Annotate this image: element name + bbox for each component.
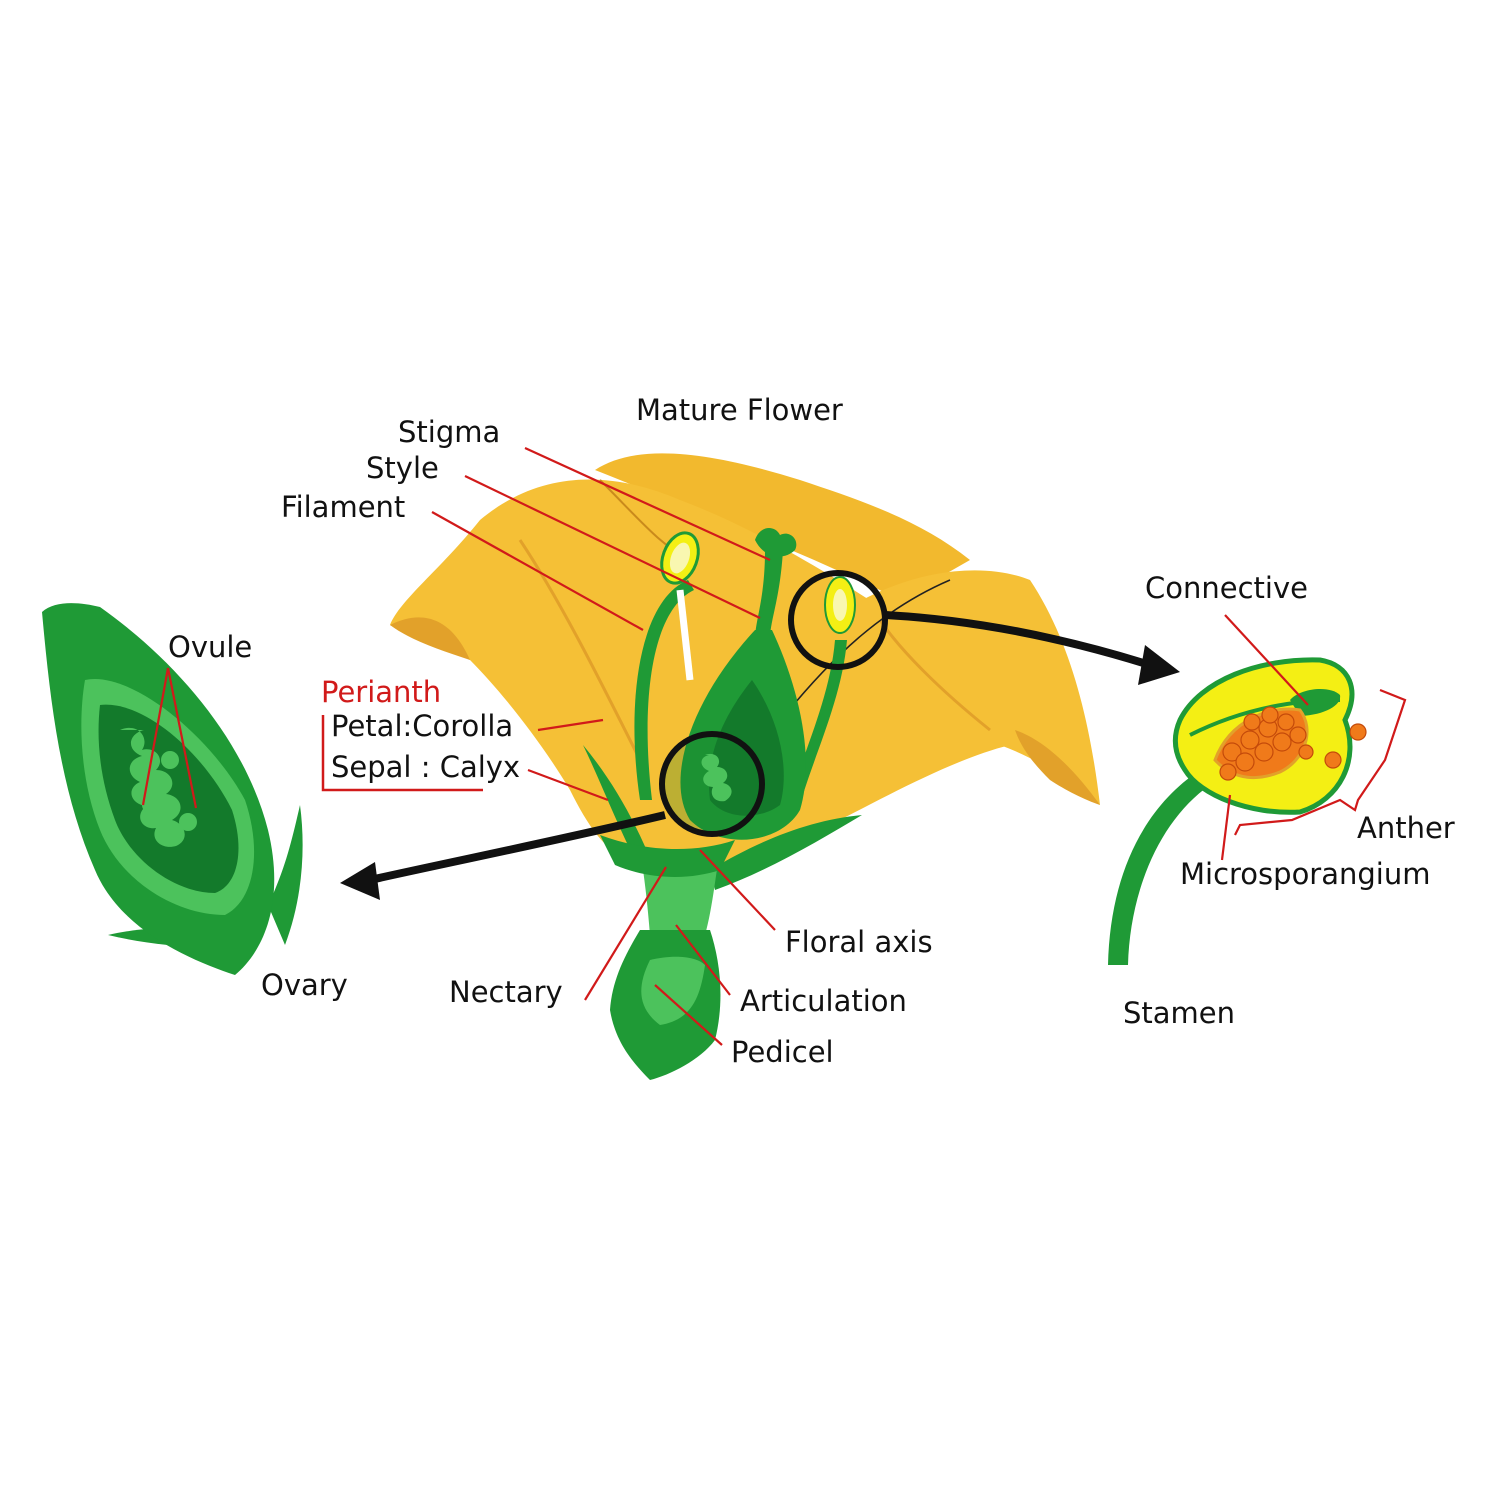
label-connective: Connective: [1145, 571, 1308, 605]
sepal-left: [583, 745, 655, 870]
label-sepal-calyx: Sepal : Calyx: [331, 750, 520, 784]
receptacle: [600, 835, 735, 877]
label-nectary: Nectary: [449, 975, 563, 1009]
arrow-to-stamen: [884, 611, 1180, 685]
petal-vein: [878, 619, 991, 732]
label-anther: Anther: [1357, 811, 1455, 845]
stamen-illustration: [1108, 657, 1367, 965]
label-style: Style: [366, 451, 439, 485]
ovary-illustration: [42, 603, 303, 975]
label-microsporangium: Microsporangium: [1180, 857, 1430, 891]
arrow-to-ovary: [340, 811, 666, 900]
label-pedicel: Pedicel: [731, 1035, 834, 1069]
stamen-magnify-circle: [788, 570, 888, 670]
label-stamen: Stamen: [1123, 996, 1235, 1030]
petal-vein: [784, 579, 951, 716]
petal-left-fold: [390, 617, 470, 660]
ovule-dot: [142, 797, 158, 813]
stamen-filament: [1108, 770, 1210, 965]
anther-left-inner: [669, 542, 691, 574]
ovule-dot: [161, 751, 179, 769]
label-petal-corolla: Petal:Corolla: [331, 709, 513, 743]
anther-right-inner: [833, 589, 847, 621]
label-floral-axis: Floral axis: [785, 925, 933, 959]
stigma: [755, 528, 797, 557]
connective: [1290, 688, 1341, 716]
label-perianth: Perianth: [321, 675, 441, 709]
ovule-cluster: [120, 727, 185, 847]
filament-left: [634, 580, 694, 800]
label-stigma: Stigma: [398, 415, 500, 449]
style: [755, 550, 783, 640]
petal-right-fold: [1015, 730, 1100, 805]
sepal-right: [710, 815, 862, 890]
flower-leader-lines: [431, 446, 776, 1046]
mature-flower-illustration: [390, 453, 1100, 1080]
ovule-leader: [141, 667, 198, 809]
label-articulation: Articulation: [740, 984, 907, 1018]
petal-vein: [518, 539, 642, 761]
pollen-grains: [1219, 706, 1367, 781]
title-mature-flower: Mature Flower: [636, 393, 843, 427]
ovule-cluster-small: [701, 753, 732, 802]
ovule-dot: [179, 813, 197, 831]
filament-white: [676, 589, 694, 681]
petal-back: [595, 453, 970, 600]
perianth-bracket: [321, 715, 483, 792]
label-ovule: Ovule: [168, 630, 252, 664]
ovary-sepal-right: [268, 805, 303, 945]
label-filament: Filament: [281, 490, 405, 524]
stamen-leader-lines: [1220, 614, 1407, 861]
label-ovary: Ovary: [261, 968, 348, 1002]
articulation-highlight: [641, 956, 705, 1025]
